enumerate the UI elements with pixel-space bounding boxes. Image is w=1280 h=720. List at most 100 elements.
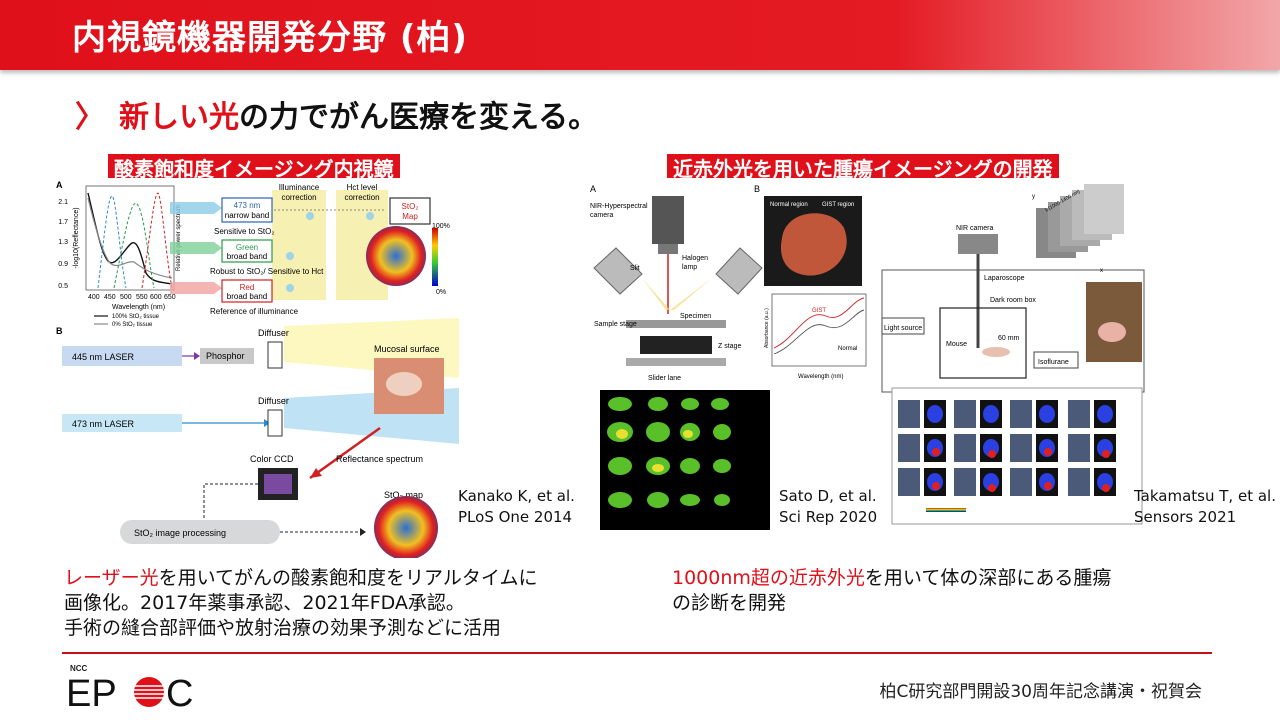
nir-hs-label: NIR-Hyperspectral bbox=[590, 203, 648, 210]
isoflurane-label: Isoflurane bbox=[1038, 359, 1069, 366]
lamp-left bbox=[593, 247, 643, 295]
diffuser-1-label: Diffuser bbox=[258, 328, 289, 338]
legend-100: 100% StO₂ tissue bbox=[112, 314, 160, 320]
pct-100: 100% bbox=[432, 223, 450, 230]
band-red-label: Red bbox=[240, 283, 255, 292]
left-description: レーザー光を用いてがんの酸素飽和度をリアルタイムに 画像化。2017年薬事承認、… bbox=[64, 566, 538, 641]
sto2-map-box bbox=[389, 197, 431, 225]
mouse-label: Mouse bbox=[946, 341, 967, 348]
y-tick: 2.1 bbox=[58, 199, 68, 206]
phosphor-label: Phosphor bbox=[206, 351, 245, 361]
footer-divider bbox=[62, 652, 1212, 654]
logo-sun-icon bbox=[134, 677, 164, 707]
x-tick: 500 bbox=[120, 294, 132, 301]
gist-label: GIST bbox=[812, 308, 826, 314]
x-tick: 550 bbox=[136, 294, 148, 301]
nir-hs-label-b: camera bbox=[590, 212, 613, 219]
desc-line: を用いてがんの酸素飽和度をリアルタイムに bbox=[158, 567, 538, 589]
nir-camera-label: NIR camera bbox=[956, 225, 993, 232]
red-arrow bbox=[170, 282, 222, 294]
z-stage-label: Z stage bbox=[718, 343, 741, 350]
title-bar: 内視鏡機器開発分野 (柏) bbox=[0, 0, 1280, 70]
panel-a-label: A bbox=[590, 184, 596, 194]
sample-stage bbox=[626, 320, 726, 328]
desc-line: の診断を開発 bbox=[672, 592, 787, 614]
diffuser-2 bbox=[267, 409, 283, 437]
hct-label-b: correction bbox=[344, 193, 379, 202]
citation-line: Kanako K, et al. bbox=[458, 487, 575, 505]
spectrum-curve-0 bbox=[87, 197, 173, 279]
robust-label: Robust to StO₂/ Sensitive to Hct bbox=[210, 267, 324, 276]
mouse-photo bbox=[1086, 282, 1142, 362]
nir-camera bbox=[958, 234, 998, 254]
page-title: 内視鏡機器開発分野 (柏) bbox=[72, 18, 468, 58]
wavelength-label: Wavelength (nm) bbox=[798, 374, 843, 380]
halogen-label-b: lamp bbox=[682, 264, 697, 271]
absorbance-label: Absorbance (a.u.) bbox=[764, 308, 770, 348]
x-tick: 650 bbox=[164, 294, 176, 301]
chevron-right-icon: 〉 bbox=[75, 100, 105, 135]
right-citation-1: Sato D, et al. Sci Rep 2020 bbox=[779, 486, 877, 528]
axis-x: x bbox=[1100, 268, 1103, 274]
legend-0: 0% StO₂ tissue bbox=[112, 322, 153, 328]
headline-rest: の力でがん医療を変える。 bbox=[239, 100, 599, 135]
y-axis-label: -log10(Reflectance) bbox=[73, 207, 80, 268]
band-box-red bbox=[221, 279, 273, 303]
spectrum-plot-frame bbox=[85, 185, 175, 291]
right-description: 1000nm超の近赤外光を用いて体の深部にある腫瘍 の診断を開発 bbox=[672, 566, 1111, 616]
halogen-label: Halogen bbox=[682, 255, 708, 262]
light-source-label: Light source bbox=[884, 325, 922, 332]
y-tick: 1.3 bbox=[58, 239, 68, 246]
illuminance-label-b: correction bbox=[281, 193, 316, 202]
reference-label: Reference of illuminance bbox=[210, 307, 299, 316]
slider-label: Slider lane bbox=[648, 375, 681, 382]
band-red-sub: broad band bbox=[227, 292, 267, 301]
citation-line: Sci Rep 2020 bbox=[779, 508, 878, 526]
hct-label: Hct level bbox=[347, 183, 378, 192]
axis-y: y bbox=[1032, 194, 1035, 200]
desc-highlight: 1000nm超の近赤外光 bbox=[672, 567, 865, 589]
x-tick: 450 bbox=[104, 294, 116, 301]
band-green-sub: broad band bbox=[227, 252, 267, 261]
illuminance-correction-zone bbox=[272, 190, 326, 300]
sto2-map-caption: StO₂ map bbox=[384, 490, 423, 500]
lamp-right bbox=[715, 247, 763, 295]
sensitive-label: Sensitive to StO₂ bbox=[214, 227, 274, 236]
nir-imaging-figure: A NIR-Hyperspectral camera Slit Halogen … bbox=[586, 178, 1150, 534]
pct-0: 0% bbox=[436, 289, 446, 296]
green-arrow bbox=[170, 242, 222, 254]
y-tick: 0.9 bbox=[58, 261, 68, 268]
band-box-green bbox=[221, 239, 273, 263]
x-axis-label: Wavelength (nm) bbox=[112, 304, 165, 311]
phosphor-box bbox=[200, 348, 254, 364]
x-tick: 600 bbox=[150, 294, 162, 301]
blue-band-curve bbox=[97, 195, 127, 289]
dark-room-box bbox=[939, 307, 1027, 379]
desc-line: 画像化。2017年薬事承認、2021年FDA承認。 bbox=[64, 592, 465, 614]
logo-c: C bbox=[166, 673, 193, 712]
laser-473 bbox=[62, 414, 182, 432]
citation-line: Sensors 2021 bbox=[1134, 508, 1237, 526]
specimen-label: Specimen bbox=[680, 313, 711, 320]
hs-camera bbox=[652, 196, 684, 244]
illuminance-label: Illuminance bbox=[279, 183, 320, 192]
gist-region-label: GIST region bbox=[822, 202, 854, 208]
red-band-curve bbox=[141, 192, 173, 289]
absorbance-plot bbox=[771, 293, 867, 367]
y-tick: 1.7 bbox=[58, 219, 68, 226]
citation-line: PLoS One 2014 bbox=[458, 508, 573, 526]
x-tick: 400 bbox=[88, 294, 100, 301]
light-source-box bbox=[881, 317, 925, 335]
sto2-map-result bbox=[374, 496, 438, 558]
sto2-map-label-b: Map bbox=[402, 212, 418, 221]
panel-b-label: B bbox=[56, 326, 63, 336]
laparoscope-label: Laparoscope bbox=[984, 275, 1025, 282]
dark-room-label: Dark room box bbox=[990, 297, 1036, 304]
diffuser-2-label: Diffuser bbox=[258, 396, 289, 406]
reflectance-label: Reflectance spectrum bbox=[336, 454, 423, 464]
hyperspectral-stack bbox=[1036, 184, 1124, 258]
sto2-map-image bbox=[366, 226, 426, 286]
band-473-sub: narrow band bbox=[225, 211, 269, 220]
headline-highlight: 新しい光 bbox=[119, 100, 239, 135]
desc-line: 手術の縫合部評価や放射治療の効果予測などに活用 bbox=[64, 617, 502, 639]
